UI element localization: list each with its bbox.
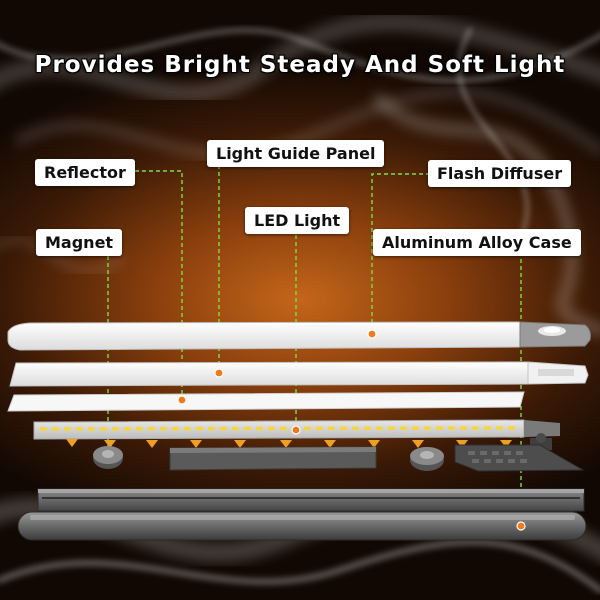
marker-dot-aluminum-alloy-case <box>516 521 526 531</box>
headline: Provides Bright Steady And Soft Light <box>34 52 566 78</box>
label-led-light: LED Light <box>245 207 350 234</box>
label-magnet: Magnet <box>36 229 123 256</box>
led-strip-part <box>33 419 560 450</box>
magnet-parts <box>93 446 444 471</box>
marker-dot-light-guide-panel <box>214 368 224 378</box>
label-reflector: Reflector <box>35 159 135 186</box>
label-light-guide-panel: Light Guide Panel <box>207 140 385 167</box>
reflector-part <box>7 391 525 412</box>
light-guide-panel-part <box>9 361 589 387</box>
light-rays <box>66 439 512 448</box>
label-flash-diffuser: Flash Diffuser <box>428 160 572 187</box>
flash-diffuser-part <box>7 321 591 351</box>
control-board <box>454 444 585 472</box>
label-aluminum-alloy-case: Aluminum Alloy Case <box>373 229 581 256</box>
marker-dot-reflector <box>177 395 187 405</box>
marker-dot-led-light <box>291 425 301 435</box>
marker-dot-flash-diffuser <box>367 329 377 339</box>
aluminum-rail-part <box>37 488 585 512</box>
marker-dots <box>177 329 526 531</box>
aluminum-alloy-case-part <box>17 511 587 541</box>
battery-block <box>169 446 377 471</box>
leader-line-flash-diffuser <box>371 173 430 333</box>
